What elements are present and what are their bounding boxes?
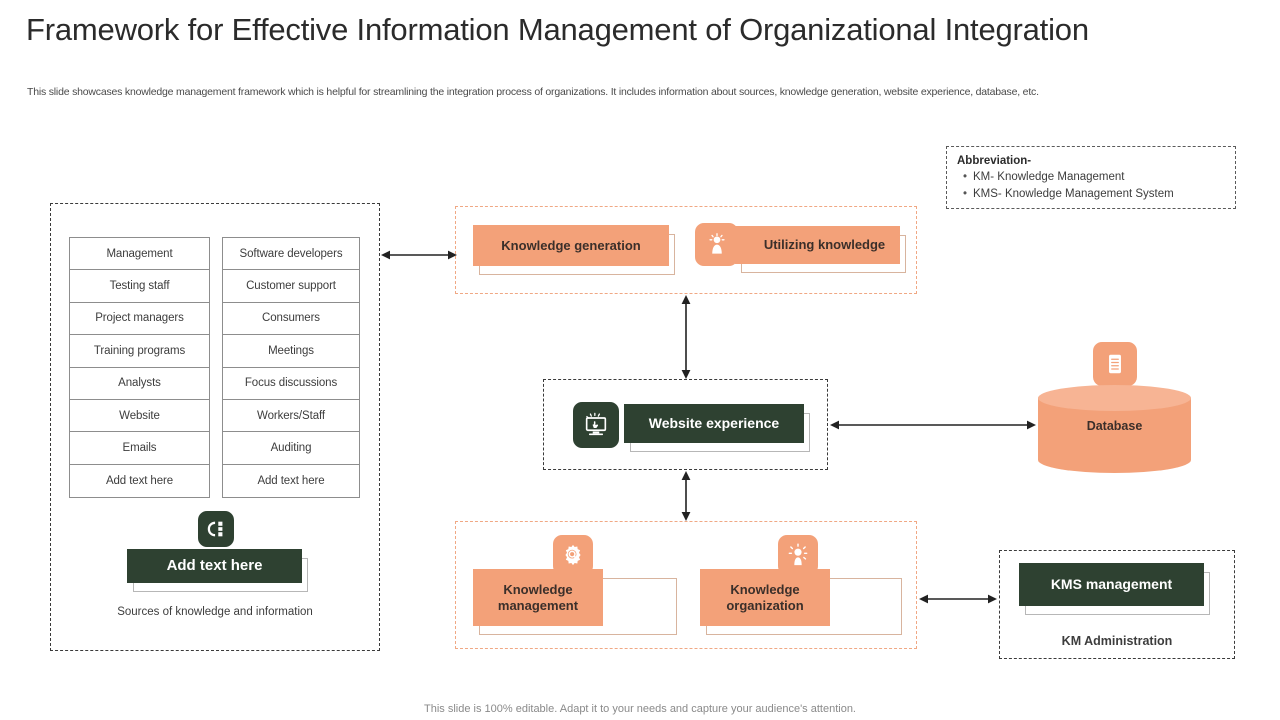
sources-column-left: Management Testing staff Project manager… <box>69 237 210 499</box>
cylinder-top <box>1038 385 1191 411</box>
sources-column-right: Software developers Customer support Con… <box>222 237 360 499</box>
abbreviation-item: • KMS- Knowledge Management System <box>957 186 1225 203</box>
abbreviation-box: Abbreviation- • KM- Knowledge Management… <box>946 146 1236 209</box>
footer-note: This slide is 100% editable. Adapt it to… <box>424 703 856 715</box>
source-cell[interactable]: Software developers <box>223 238 359 271</box>
sitemap-icon <box>207 521 223 537</box>
sources-container <box>50 203 380 651</box>
source-cell[interactable]: Focus discussions <box>223 368 359 400</box>
kms-management-button[interactable]: KMS management <box>1019 563 1210 615</box>
source-cell[interactable]: Auditing <box>223 432 359 465</box>
source-cell[interactable]: Workers/Staff <box>223 400 359 433</box>
knowledge-management-label: Knowledge management <box>473 569 603 626</box>
database-cylinder: Database <box>1038 385 1191 473</box>
utilizing-knowledge-label: Utilizing knowledge <box>735 226 900 264</box>
arrow-generation-to-website <box>679 295 693 379</box>
arrow-website-to-database <box>830 418 1036 432</box>
page-subtitle: This slide showcases knowledge managemen… <box>27 86 1039 98</box>
source-cell[interactable]: Add text here <box>257 474 325 487</box>
lightbulb-head-icon-tile <box>693 221 740 268</box>
kms-management-label: KMS management <box>1019 563 1204 606</box>
idea-person-icon <box>788 543 808 566</box>
kms-caption: KM Administration <box>1061 634 1173 648</box>
utilizing-knowledge-button[interactable]: Utilizing knowledge <box>735 226 906 273</box>
bullet-icon: • <box>962 171 968 183</box>
knowledge-organization-button[interactable]: Knowledge organization <box>700 569 902 635</box>
database-document-icon <box>1109 354 1121 374</box>
arrow-sources-to-generation <box>381 248 457 262</box>
source-cell[interactable]: Training programs <box>70 335 209 368</box>
bullet-icon: • <box>962 188 968 200</box>
knowledge-generation-container <box>455 206 917 294</box>
source-cell[interactable]: Customer support <box>223 270 359 303</box>
source-cell[interactable]: Emails <box>70 432 209 465</box>
sitemap-icon-tile <box>196 509 236 549</box>
source-cell[interactable]: Project managers <box>70 303 209 336</box>
website-experience-label: Website experience <box>624 404 804 443</box>
sources-caption: Sources of knowledge and information <box>117 606 313 618</box>
database-document-icon-tile <box>1091 340 1139 388</box>
source-cell[interactable]: Website <box>70 400 209 433</box>
source-cell[interactable]: Add text here <box>105 474 174 487</box>
abbreviation-title: Abbreviation- <box>957 155 1032 167</box>
website-experience-container <box>543 379 828 470</box>
lightbulb-head-icon <box>708 232 725 254</box>
knowledge-row-container <box>455 521 917 649</box>
database-label: Database <box>1086 419 1143 433</box>
website-experience-button[interactable]: Website experience <box>624 404 810 452</box>
abbreviation-item-text: KM- Knowledge Management <box>973 171 1125 183</box>
source-cell[interactable]: Management <box>70 238 209 271</box>
add-text-here-button[interactable]: Add text here <box>127 549 308 592</box>
knowledge-management-button[interactable]: Knowledge management <box>473 569 677 635</box>
gear-search-icon <box>565 544 581 566</box>
source-cell[interactable]: Consumers <box>223 303 359 336</box>
knowledge-generation-button[interactable]: Knowledge generation <box>473 225 675 275</box>
arrow-knowledge-to-kms <box>919 592 997 606</box>
knowledge-generation-label: Knowledge generation <box>473 225 669 266</box>
source-cell[interactable]: Testing staff <box>70 270 209 303</box>
arrow-website-to-knowledge-row <box>679 471 693 521</box>
abbreviation-item: • KM- Knowledge Management <box>957 169 1225 186</box>
monitor-cursor-icon-tile <box>571 400 621 450</box>
source-cell[interactable]: Meetings <box>223 335 359 368</box>
kms-container <box>999 550 1235 659</box>
page-title: Framework for Effective Information Mana… <box>26 12 1089 47</box>
abbreviation-item-text: KMS- Knowledge Management System <box>973 188 1174 200</box>
source-cell[interactable]: Analysts <box>70 368 209 400</box>
knowledge-organization-label: Knowledge organization <box>700 569 830 626</box>
monitor-cursor-icon <box>585 412 607 436</box>
add-text-here-label: Add text here <box>127 549 302 583</box>
